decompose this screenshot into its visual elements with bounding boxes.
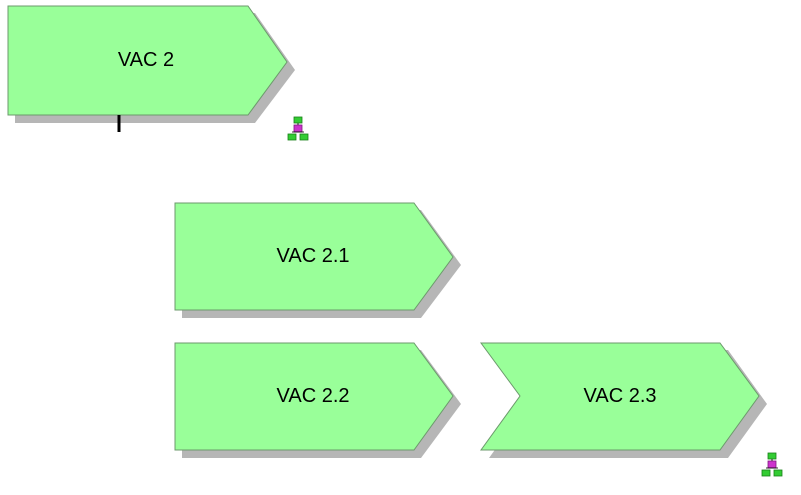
vac-2-3-label: VAC 2.3 [584,385,657,407]
vac-2-1-label: VAC 2.1 [277,245,350,267]
vac-2-shape[interactable]: VAC 2 [7,5,295,123]
vac-2-2-label: VAC 2.2 [277,385,350,407]
vac-2-2-shape[interactable]: VAC 2.2 [174,342,461,458]
vac-2-3-shape[interactable]: VAC 2.3 [480,342,767,458]
vac-2-label: VAC 2 [118,49,174,71]
hierarchy-assignment-icon[interactable] [761,452,783,477]
vac-2-1-shape[interactable]: VAC 2.1 [174,202,461,318]
hierarchy-assignment-icon[interactable] [287,116,309,141]
